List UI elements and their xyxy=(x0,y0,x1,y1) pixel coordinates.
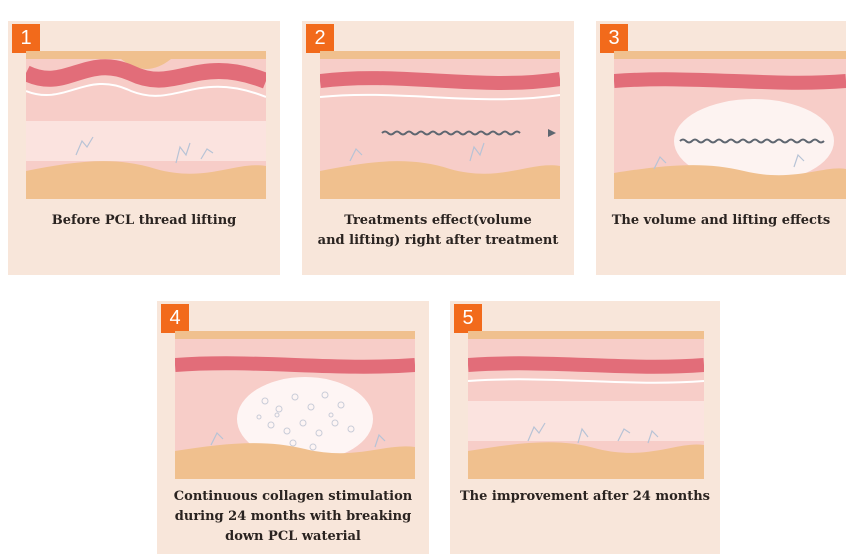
step-number-badge: 3 xyxy=(600,24,628,53)
step-caption: Continuous collagen stimulation during 2… xyxy=(157,487,429,547)
skin-surface-layer xyxy=(468,331,704,339)
step-caption: Before PCL thread lifting xyxy=(8,211,280,231)
step-panel-2: 2 Treatments effect(volume and lifting) … xyxy=(302,21,574,275)
skin-surface-layer xyxy=(175,331,415,339)
skin-layers-illustration xyxy=(175,331,415,479)
skin-surface-layer xyxy=(614,51,846,59)
skin-layers-illustration xyxy=(26,51,266,199)
skin-layers-illustration xyxy=(320,51,560,199)
skin-layers-illustration xyxy=(468,331,704,479)
lifted-muscle-band xyxy=(468,363,704,366)
step-number-badge: 2 xyxy=(306,24,334,53)
lower-dermis xyxy=(26,121,266,161)
step-number-badge: 5 xyxy=(454,304,482,333)
step-caption: Treatments effect(volume and lifting) ri… xyxy=(302,211,574,251)
skin-surface-layer xyxy=(320,51,560,59)
step-caption: The improvement after 24 months xyxy=(450,487,720,507)
step-panel-4: 4 Continuous collagen stimulation during… xyxy=(157,301,429,554)
lifted-muscle-band xyxy=(614,79,846,82)
step-number-badge: 1 xyxy=(12,24,40,53)
lifted-muscle-band xyxy=(320,78,560,83)
step-panel-5: 5 The improvement after 24 months xyxy=(450,301,720,554)
step-panel-1: 1 Before PCL thread lifting xyxy=(8,21,280,275)
step-panel-3: 3 The volume and lifting effects xyxy=(596,21,846,275)
step-number-badge: 4 xyxy=(161,304,189,333)
step-caption: The volume and lifting effects xyxy=(596,211,846,231)
lifted-muscle-band xyxy=(175,363,415,366)
skin-layers-illustration xyxy=(614,51,846,199)
skin-surface-layer xyxy=(26,51,266,59)
